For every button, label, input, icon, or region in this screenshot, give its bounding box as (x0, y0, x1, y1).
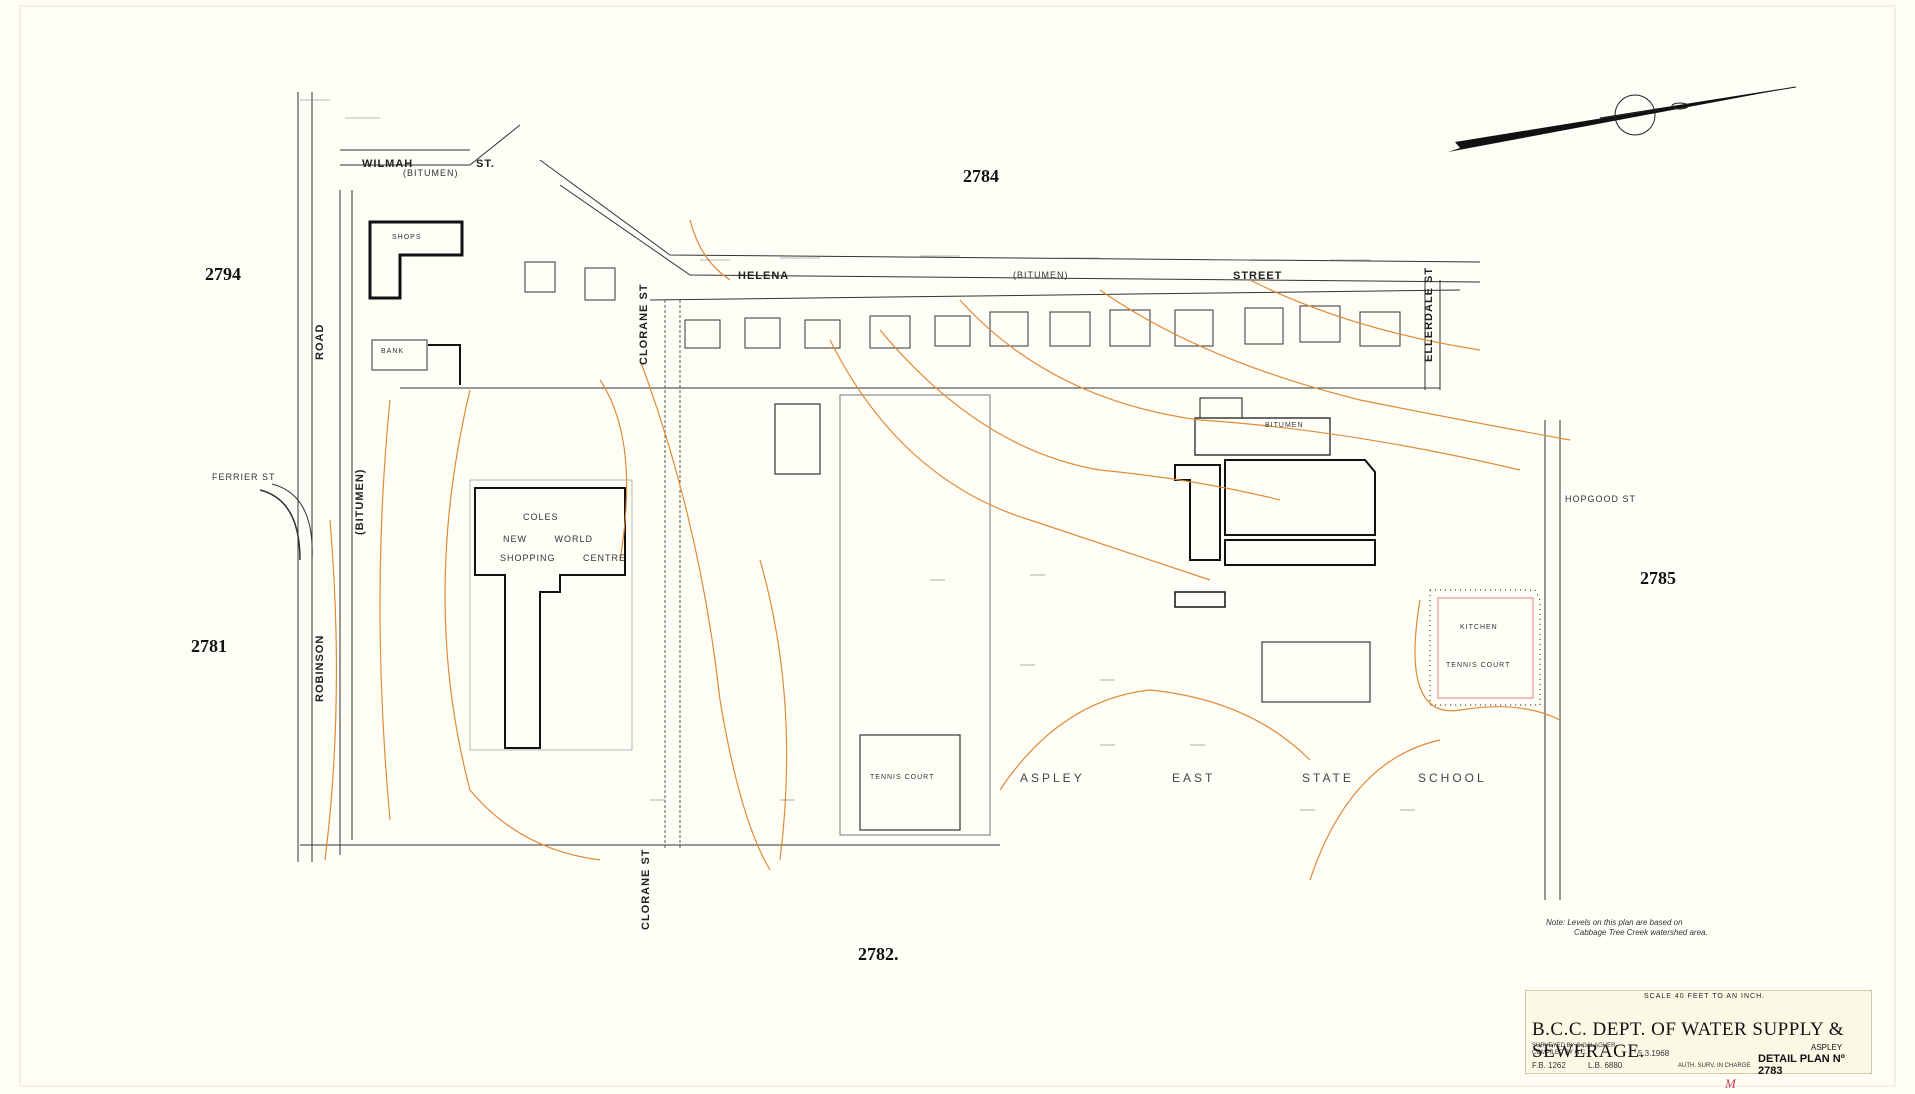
level-book: L.B. 6880 (1588, 1061, 1623, 1070)
clorane-street-lines (664, 300, 681, 850)
adjacent-sheet-north: 2784 (963, 166, 999, 186)
school-buildings (1174, 397, 1376, 703)
street-ellerdale: ELLERDALE ST (1423, 266, 1435, 362)
street-clorane-south: CLORANE ST (640, 848, 652, 931)
authorised-surveyor: AUTH. SURV. IN CHARGE (1678, 1063, 1751, 1069)
adjacent-sheet-south: 2782. (858, 944, 899, 964)
label-shopping-centre: SHOPPING CENTRE (500, 553, 627, 563)
street-robinson: ROBINSON (314, 634, 326, 702)
street-hopgood: HOPGOOD ST (1565, 494, 1637, 504)
helena-street-houses (524, 261, 1401, 349)
ellerdale-street-lines (1424, 280, 1441, 390)
title-block: SCALE 40 FEET TO AN INCH. B.C.C. DEPT. O… (1525, 990, 1872, 1077)
surveyed-by: SURVEYED BY C.GALAGHER (1532, 1043, 1616, 1049)
north-arrow-icon (1448, 86, 1797, 152)
label-tennis-court: TENNIS COURT (870, 774, 935, 781)
label-bank: BANK (381, 348, 405, 355)
date-of-survey: 5.3.1968 (1638, 1049, 1670, 1058)
street-helena: HELENA (738, 270, 790, 282)
street-ferrier: FERRIER ST (212, 472, 276, 482)
coles-shopping-centre (474, 487, 626, 749)
street-bitumen-helena: (BITUMEN) (1013, 270, 1069, 280)
compiled-by: COMPILED BY G.C. (1532, 1050, 1587, 1056)
levels-note: Note: Levels on this plan are based on C… (1546, 918, 1708, 938)
street-wilmah: WILMAH (362, 158, 414, 170)
detail-plan-number: DETAIL PLAN Nº 2783 (1758, 1053, 1871, 1077)
adjacent-sheet-west-upper: 2794 (205, 264, 241, 284)
street-bitumen-robinson: (BITUMEN) (354, 468, 366, 535)
label-school-word-3: STATE (1302, 771, 1354, 785)
tennis-court-west (859, 734, 961, 831)
contour-lines (324, 219, 1571, 881)
ferrier-street-curve (259, 489, 301, 561)
suburb-name: ASPLEY (1811, 1043, 1843, 1052)
tennis-court-east (1429, 589, 1541, 706)
adjacent-sheet-west-lower: 2781 (191, 636, 227, 656)
school-building-small (774, 403, 821, 475)
label-tennis-court-east: TENNIS COURT (1446, 662, 1511, 669)
robinson-road-lines (297, 92, 353, 862)
street-bitumen-wilmah: (BITUMEN) (403, 168, 459, 178)
label-new-world: NEW WORLD (503, 534, 593, 544)
label-bitumen-school: BITUMEN (1265, 422, 1304, 429)
adjacent-sheet-east: 2785 (1640, 568, 1676, 588)
street-clorane-north: CLORANE ST (638, 283, 650, 366)
label-school-word-2: EAST (1172, 771, 1216, 785)
street-wilmah-suffix: ST. (476, 158, 495, 170)
detail-plan-label: DETAIL PLAN Nº (1758, 1053, 1845, 1065)
hopgood-street-lines (1544, 420, 1561, 900)
detail-plan-value: 2783 (1758, 1065, 1783, 1077)
label-school-word-4: SCHOOL (1418, 771, 1487, 785)
label-kitchen: KITCHEN (1460, 624, 1498, 631)
levels-note-line-2: Cabbage Tree Creek watershed area. (1574, 928, 1708, 937)
margin-mark: M (1725, 1076, 1736, 1091)
street-road: ROAD (314, 323, 326, 360)
levels-note-line-1: Note: Levels on this plan are based on (1546, 918, 1683, 927)
bank-building (371, 339, 428, 371)
label-coles: COLES (523, 512, 559, 522)
label-school-word-1: ASPLEY (1020, 771, 1085, 785)
scale-text: SCALE 40 FEET TO AN INCH. (1644, 993, 1766, 1000)
helena-street-lines (340, 124, 1481, 389)
shops-building (368, 220, 464, 300)
department-title: B.C.C. DEPT. OF WATER SUPPLY & SEWERAGE. (1532, 1019, 1845, 1062)
label-shops: SHOPS (392, 234, 422, 241)
spot-levels (300, 99, 1415, 811)
street-helena-street: STREET (1233, 270, 1283, 282)
field-book: F.B. 1262 (1532, 1061, 1566, 1070)
